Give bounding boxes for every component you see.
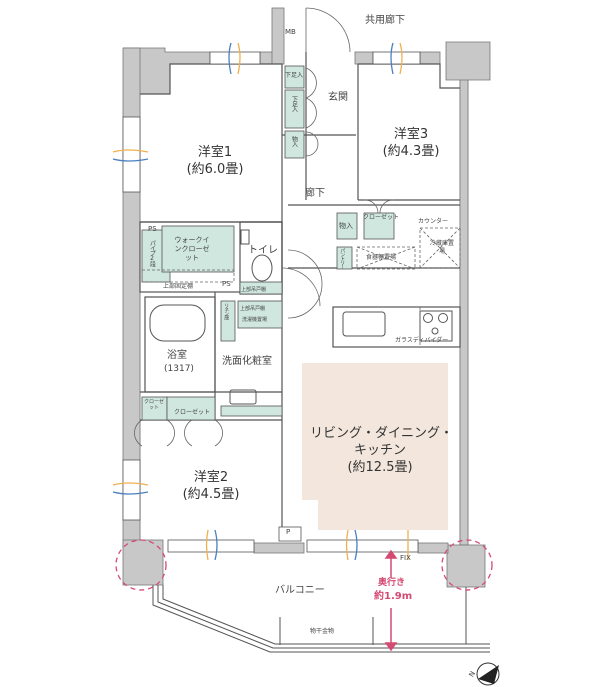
ldk-name-line2: キッチン: [353, 443, 406, 458]
windows: [122, 51, 421, 553]
storage-units: [141, 65, 395, 421]
bathroom-size-label: (1317): [164, 364, 194, 374]
pantry-label: パントリー: [339, 248, 346, 268]
toilet-label: トイレ: [248, 245, 278, 256]
p-label: P: [286, 528, 291, 536]
balcony-label: バルコニー: [275, 585, 325, 596]
entrance-label: 玄関: [328, 92, 348, 103]
door-swings: [134, 7, 395, 447]
toilet-cabinet-label: 上部吊戸棚: [241, 287, 267, 293]
shoe-storage-1-label: 下足入: [285, 72, 304, 79]
bathtub: [149, 304, 206, 342]
room2-name: 洋室2: [193, 470, 229, 485]
room1-size: (約6.0畳): [186, 162, 244, 177]
closet-b-label: クローゼット: [174, 409, 211, 416]
highlight-circles: [115, 539, 493, 591]
shoe-storage-2-label: 下足入: [290, 96, 298, 111]
washroom-label: 洗面化粧室: [222, 356, 272, 367]
ldk-size: (約12.5畳): [347, 460, 413, 475]
closet-a-label: クローゼット: [143, 399, 164, 412]
dish-shelf-label: 食器棚置場: [366, 254, 397, 261]
laundry-space-label: 洗濯機置場: [242, 317, 268, 323]
depth-value: 約1.9m: [374, 591, 413, 602]
depth-label: 奥行き: [378, 578, 406, 588]
upper-shelf-label: 上部固定棚: [163, 283, 194, 290]
ps-label-2: PS: [222, 280, 231, 288]
shared-corridor-label: 共用廊下: [365, 15, 405, 26]
room3-size: (約4.3畳): [382, 144, 440, 159]
fix-label: FIX: [400, 554, 411, 562]
room3-closet-label: クローゼット: [363, 214, 400, 221]
corridor-storage-label: 物入: [339, 222, 353, 230]
corridor-label: 廊下: [305, 188, 325, 199]
wash-cabinet-label: 上部吊戸棚: [240, 306, 266, 312]
linen-storage-label: リネン庫: [223, 303, 230, 319]
room2-size: (約4.5畳): [182, 487, 240, 502]
depth-arrow: [384, 549, 398, 652]
ldk-name-line1: リビング・ダイニング・: [310, 426, 454, 441]
balcony-outline: [152, 585, 490, 653]
entry-storage-label: 物入: [290, 136, 298, 146]
bathroom-label: 浴室: [167, 350, 187, 361]
pipe-label: パイプ2段: [148, 240, 156, 266]
compass-icon: [476, 662, 500, 686]
walk-in-closet-label: ウォークインクローゼット: [174, 236, 210, 262]
ps-label-1: PS: [148, 225, 157, 233]
ldk-floor: [302, 363, 448, 530]
fridge-space-label: 冷蔵庫置場: [429, 240, 454, 255]
partitions: [139, 52, 461, 540]
toilet-bowl: [251, 254, 273, 282]
sink: [342, 311, 386, 337]
laundry-rail-label: 物干金物: [310, 628, 335, 635]
glass-divider-label: ガラスディバイダー: [395, 337, 449, 344]
room1-name: 洋室1: [197, 145, 233, 160]
room3-name: 洋室3: [393, 127, 429, 142]
counter-label: カウンター: [418, 218, 449, 225]
ventilation-markers: [112, 42, 409, 561]
mb-label: MB: [285, 28, 296, 36]
stove: [419, 310, 453, 342]
